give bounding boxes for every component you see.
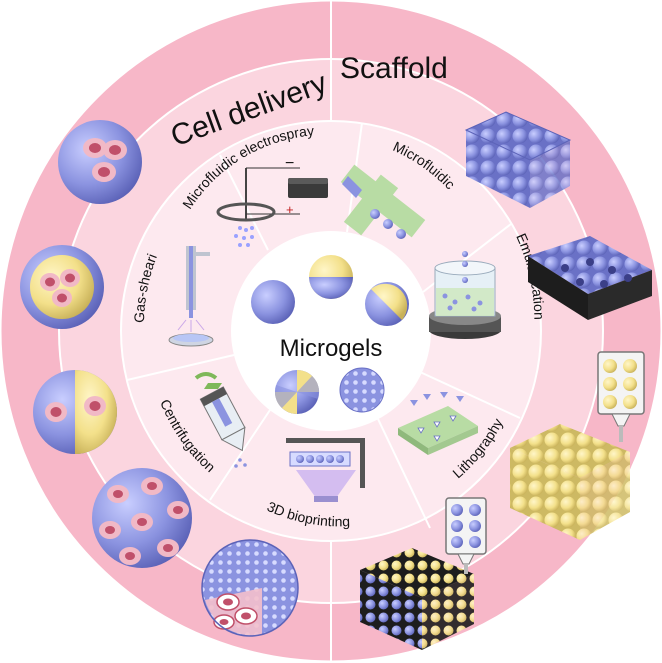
cell-microgel-5	[201, 539, 299, 637]
cell	[40, 273, 60, 291]
scaffold-cube-yellow-spheres	[510, 424, 630, 540]
syringe-icon	[445, 497, 487, 574]
center-label: Microgels	[280, 335, 383, 362]
power-plus-symbol: +	[286, 202, 294, 217]
cell-microgel-3	[33, 370, 117, 454]
cell	[52, 289, 72, 307]
scaffold-label: Scaffold	[340, 52, 448, 85]
cell	[216, 593, 240, 611]
cell	[83, 138, 107, 158]
cell	[60, 269, 80, 287]
cell	[45, 402, 67, 422]
scaffold-porous-sheet	[528, 236, 652, 320]
gas-shearing-icon	[168, 246, 214, 347]
cell	[234, 607, 258, 625]
cell	[103, 140, 127, 160]
syringe-icon	[597, 351, 645, 442]
microgel-blue	[251, 280, 295, 324]
scaffold-printed-block	[360, 548, 474, 650]
microgel-janus-right	[365, 282, 409, 326]
cell	[157, 539, 179, 557]
cell	[107, 485, 129, 503]
scaffold-cube-blue-spheres	[464, 111, 572, 208]
cell	[167, 501, 189, 519]
cell-microgel-1	[58, 120, 142, 204]
electrospray-icon: − +	[216, 155, 328, 247]
lithography-plate-icon	[398, 392, 478, 455]
power-minus-symbol: −	[285, 155, 294, 172]
cell-microgel-4	[92, 468, 192, 568]
emulsification-beaker-icon	[429, 251, 501, 339]
bioprinter-icon	[286, 438, 365, 502]
cell-microgel-2	[20, 245, 104, 329]
microfluidic-chip-icon	[340, 164, 426, 239]
cell	[141, 477, 163, 495]
cell	[119, 547, 141, 565]
cell	[92, 162, 116, 182]
centrifuge-tube-icon	[194, 372, 247, 468]
cell	[99, 521, 121, 539]
microgel-porous	[339, 367, 385, 413]
microgel-janus-top	[309, 255, 353, 299]
cell	[131, 513, 153, 531]
microgel-pinwheel	[274, 370, 320, 414]
cell	[84, 396, 106, 416]
